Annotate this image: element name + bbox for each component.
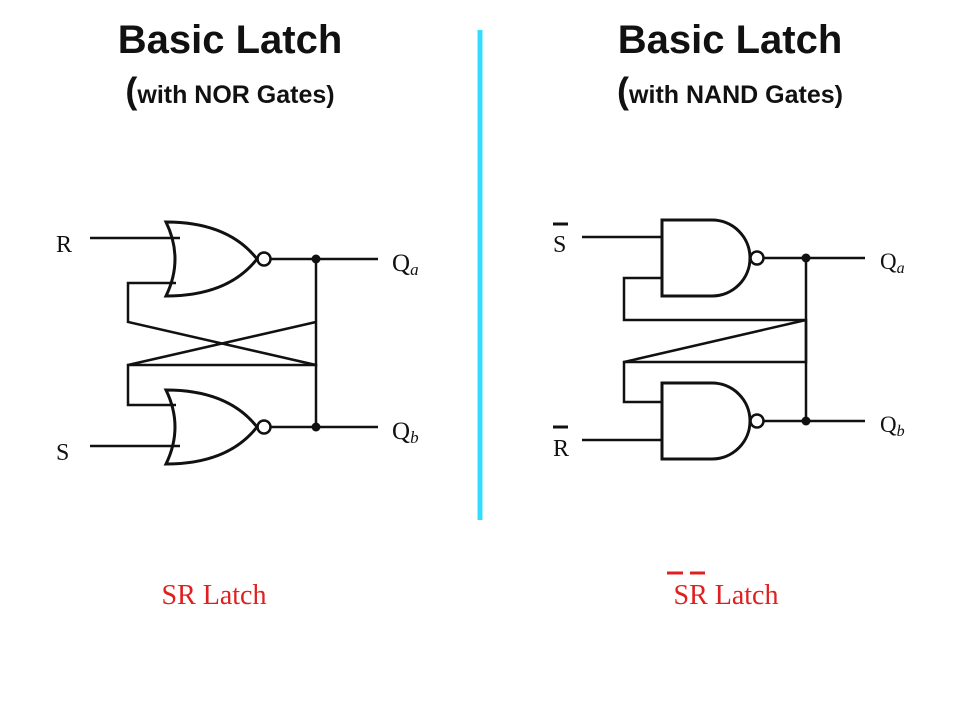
nand-input-r-label: R [553,436,569,462]
nor-feedback-qa [126,259,318,367]
nand-gate-bottom-bubble [749,413,765,429]
right-subtitle: (with NAND Gates) [550,73,910,110]
nor-gate-bottom-bubble [256,419,272,435]
nor-gate-bottom [163,388,259,466]
left-subtitle-text: with NOR Gates) [137,81,335,109]
nand-feedback-qb [622,276,808,421]
right-title: Basic Latch [617,18,843,62]
nor-output-qa-label: Qa [392,250,419,279]
nand-junction-qa [801,253,811,263]
right-subtitle-paren: ( [617,70,630,111]
nand-gate-top-bubble [749,250,765,266]
right-subtitle-text: with NAND Gates) [629,81,843,109]
nand-gate-top [660,218,752,298]
nand-gate-bottom [660,381,752,461]
nand-output-qb-label: Qb [880,412,905,440]
nand-junction-qb [801,416,811,426]
left-subtitle: (with NOR Gates) [60,73,400,110]
nor-junction-qb [311,422,321,432]
nor-latch [90,220,378,466]
nor-feedback-qb [126,363,318,427]
right-caption: SR Latch [674,580,779,611]
nand-input-s-label: S [553,232,566,258]
left-caption: SR Latch [162,580,267,611]
nand-output-qa-label: Qa [880,249,905,277]
left-title: Basic Latch [117,18,343,62]
left-subtitle-paren: ( [125,70,138,111]
nand-cross-wire-1 [623,318,807,364]
nor-cross-wire-a [127,320,317,367]
nand-feedback-qa [622,258,808,404]
nor-gate-top [163,220,259,298]
nor-output-qb-label: Qb [392,418,419,447]
nor-input-s-label: S [56,440,69,466]
nor-input-r-label: R [56,232,72,258]
nor-gate-top-bubble [256,251,272,267]
nor-junction-qa [311,254,321,264]
